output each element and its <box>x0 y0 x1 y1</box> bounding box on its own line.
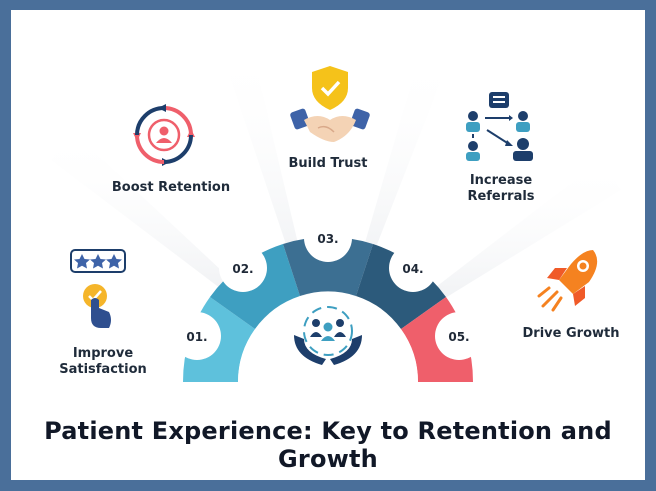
label-build-trust: Build Trust <box>266 156 390 172</box>
rating-stars-icon <box>70 249 126 328</box>
segment-04[interactable]: 04. <box>356 244 446 329</box>
label-05-line1: Drive Growth <box>522 326 620 341</box>
label-improve-satisfaction: Improve Satisfaction <box>43 346 163 378</box>
label-03-line1: Build Trust <box>288 156 368 171</box>
label-increase-referrals: Increase Referrals <box>441 173 561 205</box>
segment-05-number: 05. <box>448 330 469 344</box>
page-title: Patient Experience: Key to Retention and… <box>44 417 612 473</box>
segment-02[interactable]: 02. <box>210 244 300 329</box>
label-02-line1: Boost Retention <box>111 180 231 195</box>
segment-arc-diagram: 01. 02. 03. 04. 05. <box>173 214 483 382</box>
segment-04-number: 04. <box>402 262 423 276</box>
patient-care-hands-icon <box>294 306 362 365</box>
segment-01[interactable]: 01. <box>173 297 255 382</box>
segment-01-number: 01. <box>186 330 207 344</box>
retention-cycle-icon <box>133 104 195 166</box>
segment-02-number: 02. <box>232 262 253 276</box>
label-drive-growth: Drive Growth <box>509 326 633 342</box>
label-01-line1: Improve <box>72 346 134 361</box>
infographic-card: 01. 02. 03. 04. 05. <box>11 10 645 480</box>
segment-03-number: 03. <box>317 232 338 246</box>
label-04-line1: Increase <box>469 173 533 188</box>
referral-network-icon <box>466 92 533 161</box>
label-01-line2: Satisfaction <box>59 362 147 377</box>
segment-03[interactable]: 03. <box>283 214 373 296</box>
handshake-shield-icon <box>290 66 370 142</box>
rocket-icon <box>537 250 598 312</box>
label-boost-retention: Boost Retention <box>101 180 241 196</box>
segment-05[interactable]: 05. <box>401 297 483 382</box>
label-04-line2: Referrals <box>467 189 535 204</box>
